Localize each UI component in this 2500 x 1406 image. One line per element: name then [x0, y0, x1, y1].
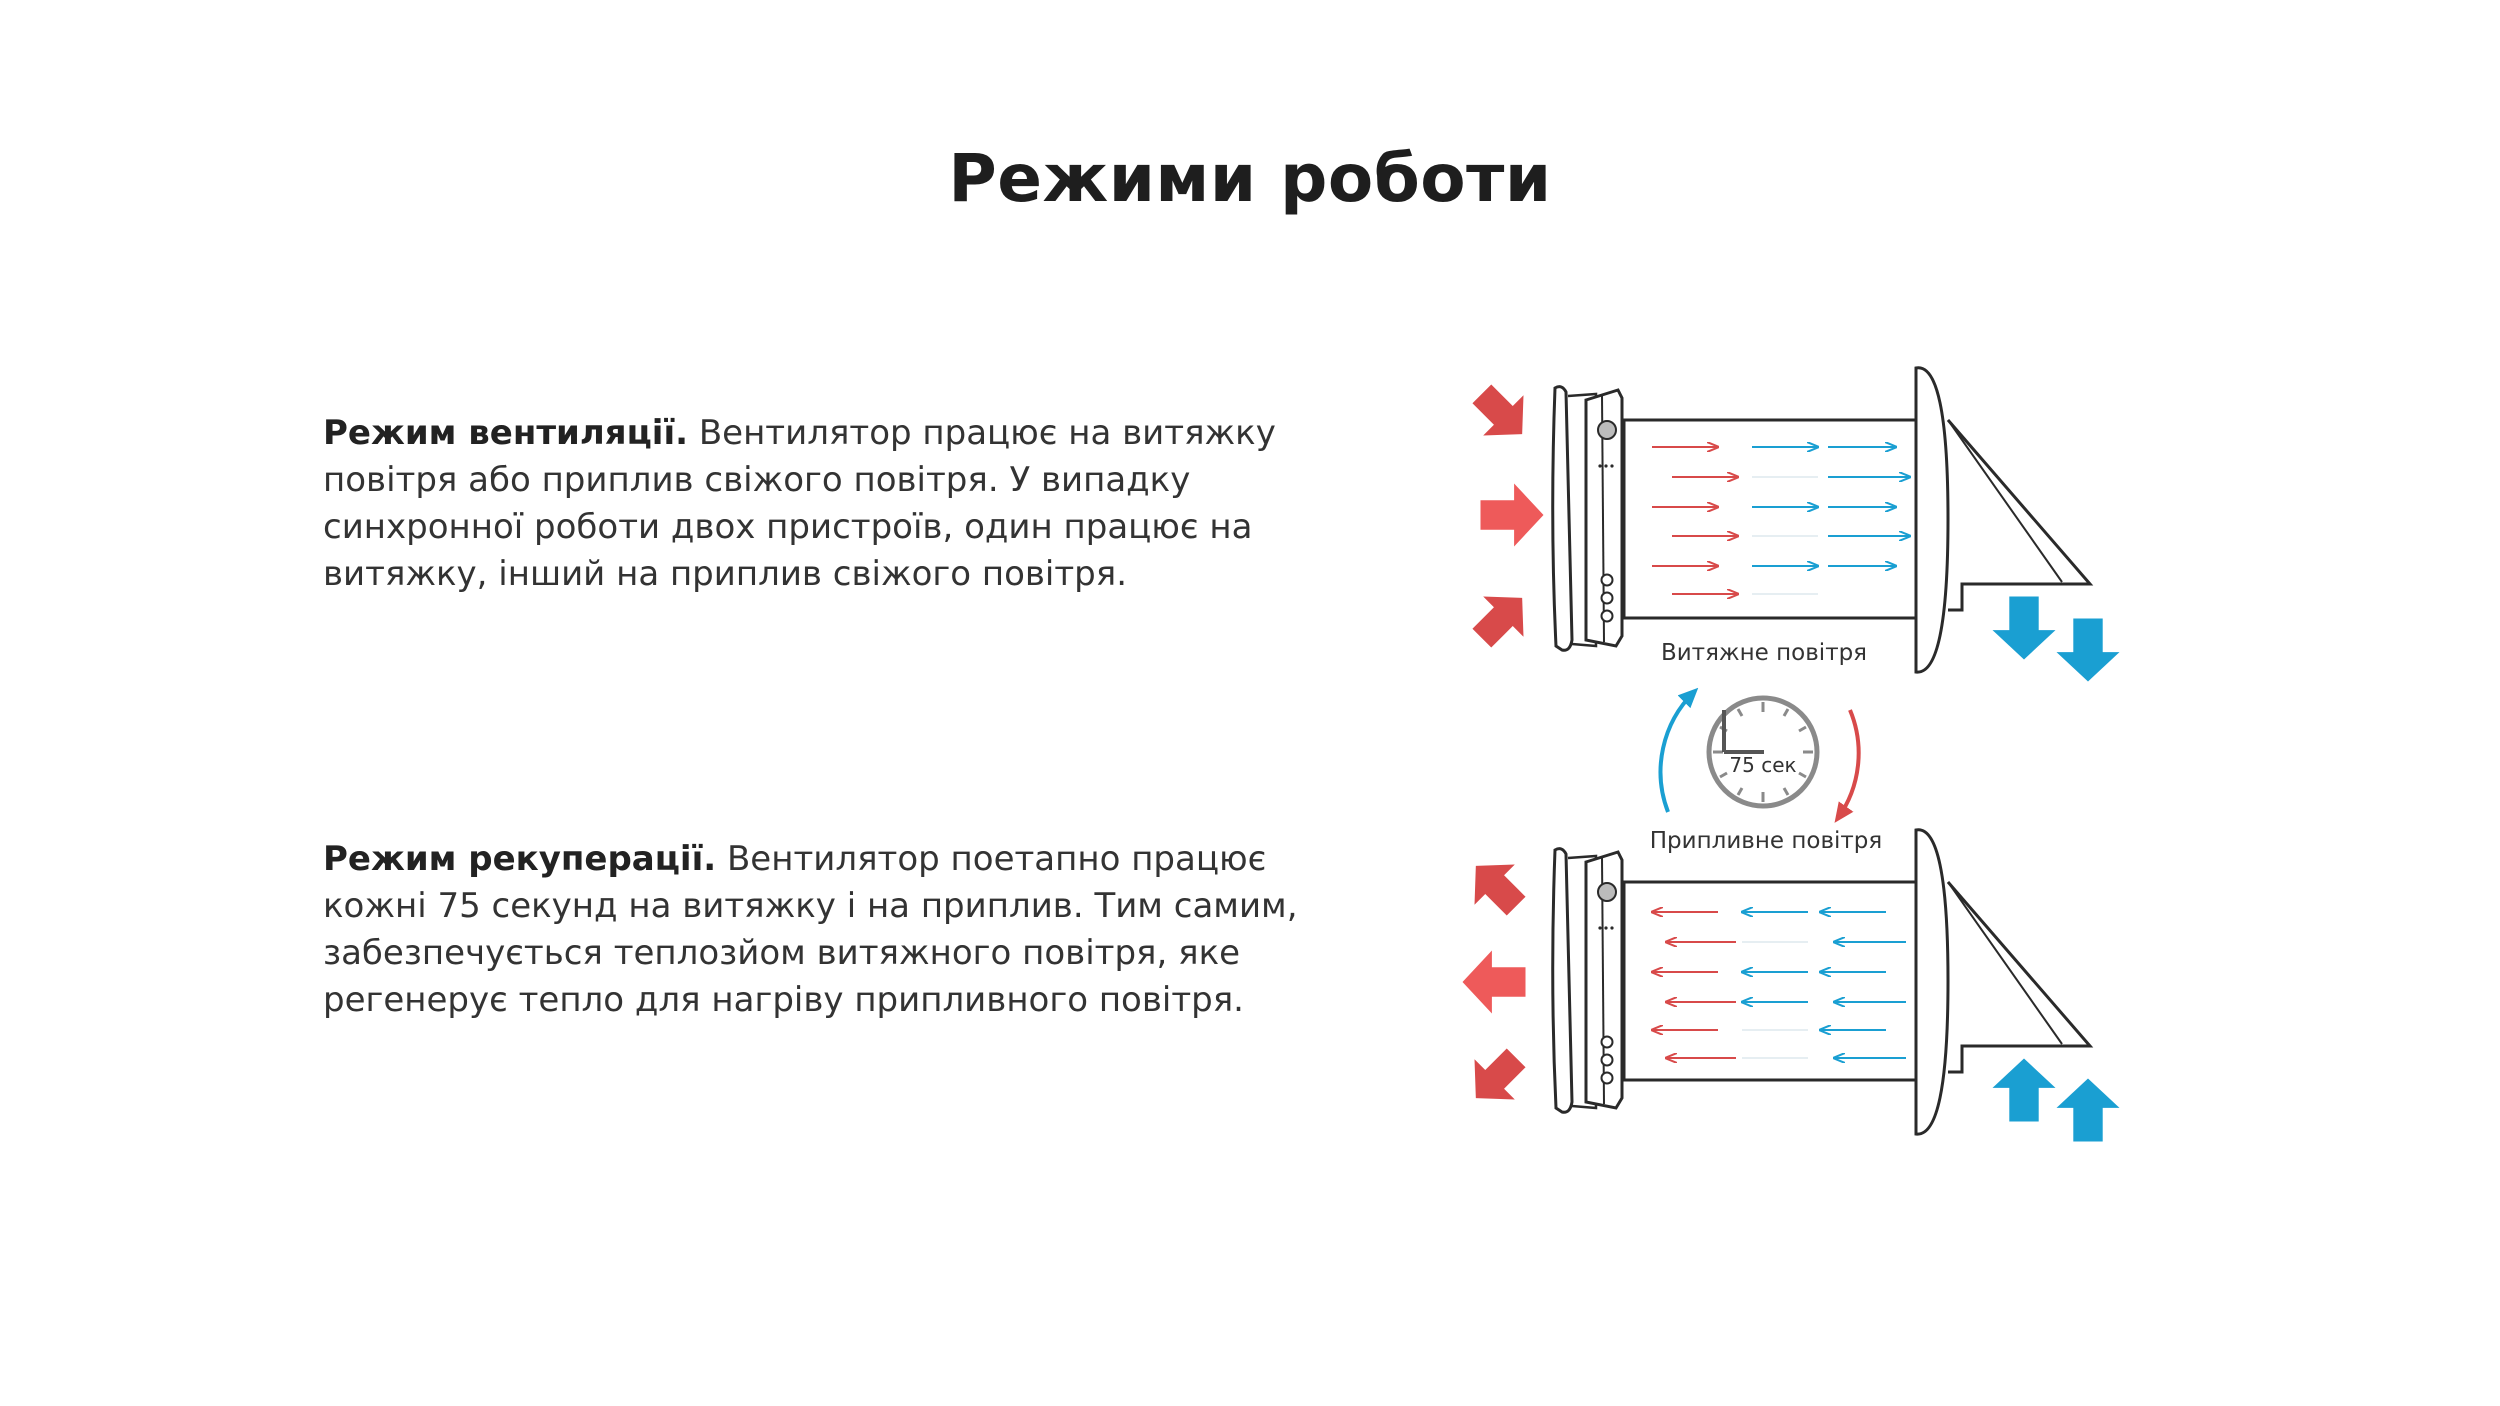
cold-arrow-out-left — [1992, 596, 2056, 660]
recuperation-device — [1455, 828, 2120, 1142]
cold-arrow-out-right — [2056, 618, 2120, 682]
warm-arrow-out-top — [1455, 845, 1537, 927]
ventilation-device: Витяжне повітря — [1461, 366, 2120, 682]
cold-arrow-in-right — [2056, 1078, 2120, 1142]
ventilation-mode-text: Режим вентиляції. Вентилятор працює на в… — [323, 410, 1363, 598]
exhaust-air-label: Витяжне повітря — [1661, 640, 1867, 666]
ventilation-mode-description: Вентилятор працює на витяжку повітря або… — [323, 413, 1276, 594]
warm-arrow-in-middle — [1480, 483, 1544, 547]
supply-air-label: Припливне повітря — [1650, 828, 1882, 854]
cold-arrow-in-left — [1992, 1058, 2056, 1122]
warm-arrow-in-top — [1461, 373, 1543, 455]
page-title: Режими роботи — [948, 140, 1552, 217]
recuperation-mode-description: Вентилятор поетапно працює кожні 75 секу… — [323, 839, 1298, 1020]
ventilation-mode-name: Режим вентиляції. — [323, 413, 689, 453]
recuperation-mode-text: Режим рекуперації. Вентилятор поетапно п… — [323, 836, 1363, 1024]
timer-label: 75 сек — [1729, 753, 1796, 777]
clock-icon — [1706, 695, 1820, 809]
warm-arrow-out-bottom — [1455, 1037, 1537, 1119]
warm-arrow-in-bottom — [1461, 577, 1543, 659]
ventilation-flow-arrows — [1652, 447, 1910, 594]
timer-cycle: 75 сек Припливне повітря — [1650, 687, 1882, 854]
cycle-arrow-red — [1834, 709, 1861, 823]
warm-arrow-out-middle — [1462, 950, 1526, 1014]
recuperation-mode-name: Режим рекуперації. — [323, 839, 717, 879]
cycle-arrow-blue — [1658, 687, 1699, 813]
recuperation-flow-arrows — [1652, 912, 1906, 1058]
